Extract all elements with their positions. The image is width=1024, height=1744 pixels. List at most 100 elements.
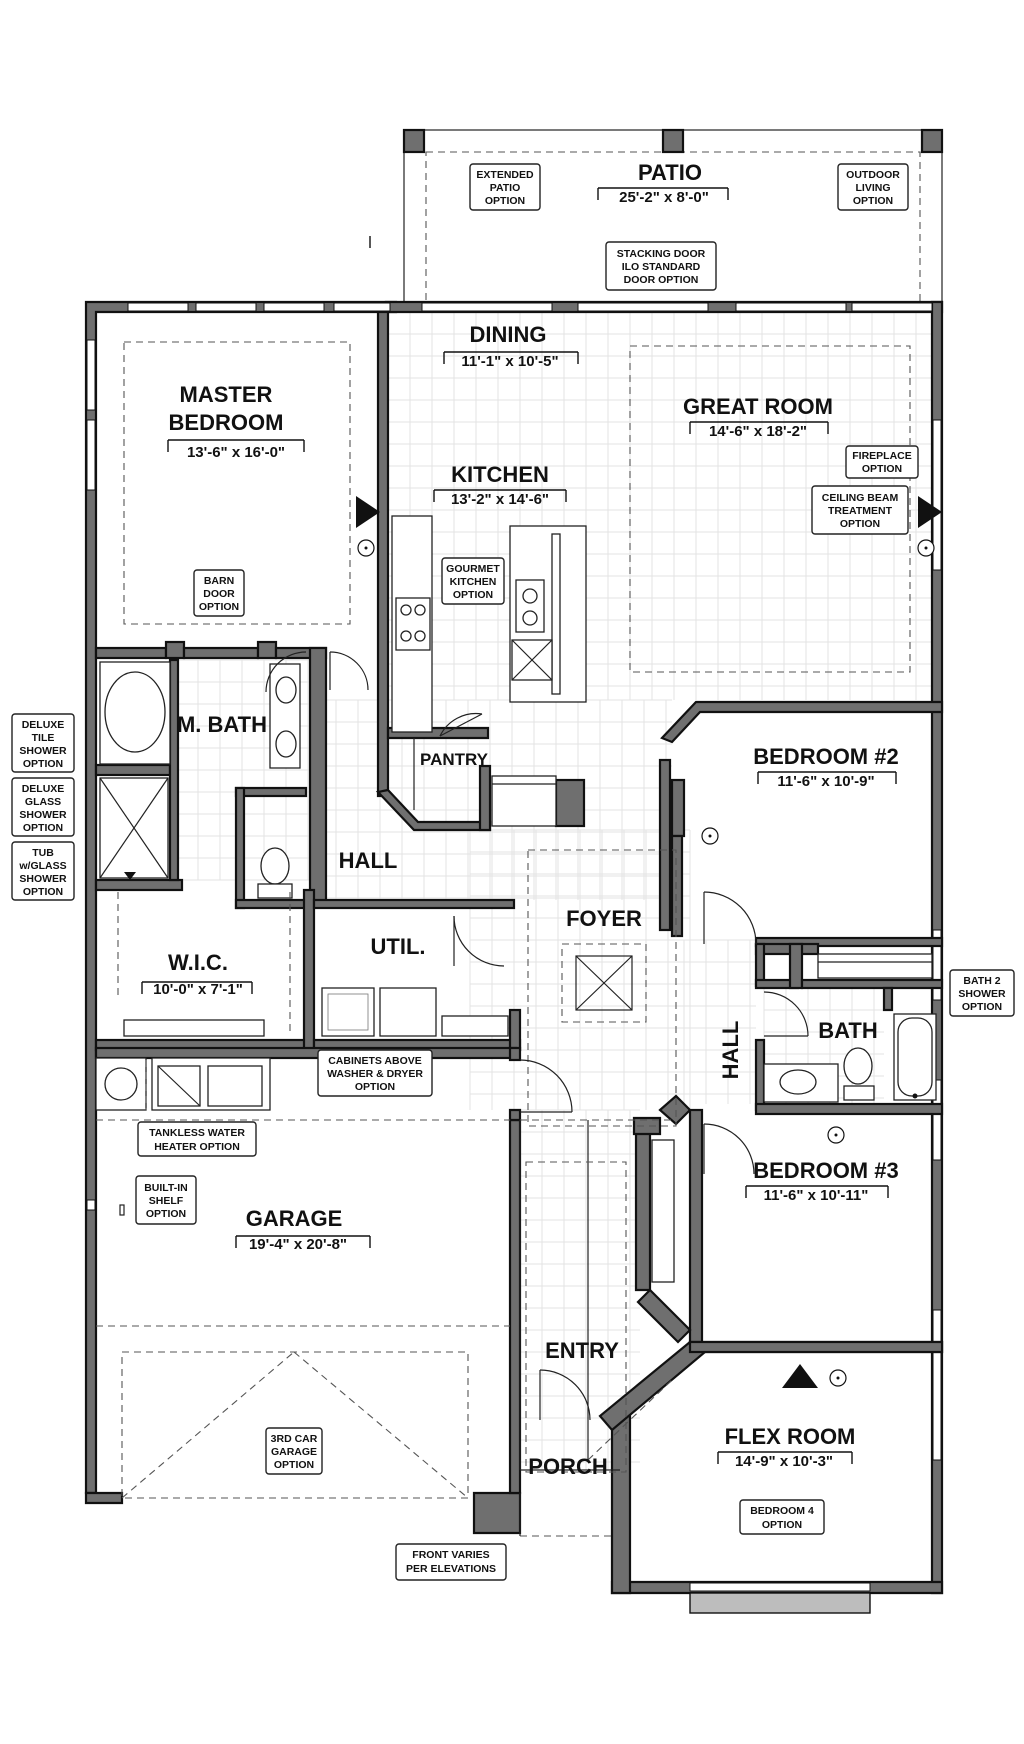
garage-name: GARAGE (246, 1206, 343, 1231)
fireplace-option: FIREPLACE OPTION (845, 445, 919, 479)
svg-text:OPTION: OPTION (962, 1001, 1002, 1013)
svg-text:BEDROOM 4: BEDROOM 4 (750, 1505, 814, 1517)
svg-text:SHOWER: SHOWER (19, 809, 67, 821)
patio-name: PATIO (638, 160, 702, 185)
garage-fixtures (95, 1057, 510, 1499)
kitchen-name: KITCHEN (451, 462, 549, 487)
svg-text:EXTENDED: EXTENDED (476, 169, 534, 181)
pantry-name: PANTRY (420, 750, 489, 769)
interior-walls (94, 310, 944, 1432)
svg-text:GARAGE: GARAGE (271, 1446, 317, 1458)
svg-text:BARN: BARN (204, 575, 234, 587)
entry-name: ENTRY (545, 1338, 619, 1363)
svg-text:3RD CAR: 3RD CAR (271, 1433, 318, 1445)
flex-room-exit-arrow (782, 1364, 818, 1388)
ceiling-beam-option: CEILING BEAM TREATMENT OPTION (811, 485, 909, 535)
tankless-water-option: TANKLESS WATER HEATER OPTION (137, 1121, 257, 1157)
svg-text:OPTION: OPTION (23, 758, 63, 770)
bedroom3-fixtures (651, 1123, 755, 1283)
master-bath-fixtures (99, 651, 369, 899)
svg-text:OPTION: OPTION (274, 1459, 314, 1471)
front-varies-note: FRONT VARIES PER ELEVATIONS (395, 1543, 507, 1581)
stacking-door-option: STACKING DOOR ILO STANDARD DOOR OPTION (605, 241, 717, 291)
svg-text:OUTDOOR: OUTDOOR (846, 169, 900, 181)
svg-text:FIREPLACE: FIREPLACE (852, 450, 912, 462)
patio-dims: 25'-2" x 8'-0" (619, 189, 709, 206)
master-bedroom-name-line1: MASTER (180, 382, 273, 407)
svg-text:DOOR OPTION: DOOR OPTION (624, 274, 699, 286)
deluxe-tile-shower-option: DELUXE TILE SHOWER OPTION (11, 713, 75, 773)
svg-text:LIVING: LIVING (855, 182, 890, 194)
svg-text:DELUXE: DELUXE (22, 783, 65, 795)
hall-lines (519, 1119, 673, 1537)
wic-dims: 10'-0" x 7'-1" (153, 981, 243, 998)
kitchen-fixtures (391, 515, 587, 733)
bedroom2-dims: 11'-6" x 10'-9" (777, 773, 874, 790)
dining-dims: 11'-1" x 10'-5" (461, 353, 558, 370)
svg-text:GOURMET: GOURMET (446, 563, 500, 575)
wic-name: W.I.C. (168, 950, 228, 975)
svg-text:BATH 2: BATH 2 (963, 975, 1000, 987)
foyer-name: FOYER (566, 906, 642, 931)
svg-text:DOOR: DOOR (203, 588, 235, 600)
deluxe-glass-shower-option: DELUXE GLASS SHOWER OPTION (11, 777, 75, 837)
kitchen-dims: 13'-2" x 14'-6" (451, 491, 549, 508)
extended-patio-option: EXTENDED PATIO OPTION (469, 163, 541, 211)
bath-name: BATH (818, 1018, 877, 1043)
foyer-outline (527, 849, 677, 1127)
svg-text:OPTION: OPTION (23, 886, 63, 898)
svg-text:PER ELEVATIONS: PER ELEVATIONS (406, 1563, 496, 1575)
svg-text:OPTION: OPTION (146, 1208, 186, 1220)
bedroom3-dims: 11'-6" x 10'-11" (764, 1187, 869, 1204)
svg-text:PATIO: PATIO (490, 182, 521, 194)
gourmet-kitchen-option: GOURMET KITCHEN OPTION (441, 557, 505, 605)
dining-name: DINING (470, 322, 547, 347)
master-bedroom-dim-bracket (167, 439, 305, 452)
bath-fixtures (763, 991, 937, 1103)
svg-text:TREATMENT: TREATMENT (828, 505, 893, 517)
pantry-fixtures (413, 712, 557, 827)
svg-text:TUB: TUB (32, 847, 54, 859)
util-name: UTIL. (371, 934, 426, 959)
svg-text:DELUXE: DELUXE (22, 719, 65, 731)
foyer-ceiling (561, 943, 647, 1023)
svg-text:CABINETS ABOVE: CABINETS ABOVE (328, 1055, 422, 1067)
floor-tile-grid (175, 311, 932, 1470)
svg-text:OPTION: OPTION (355, 1081, 395, 1093)
svg-text:OPTION: OPTION (453, 589, 493, 601)
svg-text:SHOWER: SHOWER (19, 745, 67, 757)
third-car-garage-option: 3RD CAR GARAGE OPTION (265, 1427, 323, 1475)
bath2-shower-option: BATH 2 SHOWER OPTION (949, 969, 1015, 1017)
bedroom3-name: BEDROOM #3 (753, 1158, 898, 1183)
cabinets-above-option: CABINETS ABOVE WASHER & DRYER OPTION (317, 1049, 433, 1097)
garage-dims: 19'-4" x 20'-8" (249, 1236, 347, 1253)
svg-text:SHOWER: SHOWER (19, 873, 67, 885)
svg-text:ILO STANDARD: ILO STANDARD (622, 261, 701, 273)
bedroom2-fixtures (703, 891, 933, 979)
option-labels: EXTENDED PATIO OPTION OUTDOOR LIVING OPT… (11, 163, 1015, 1581)
svg-text:GLASS: GLASS (25, 796, 61, 808)
svg-text:TANKLESS WATER: TANKLESS WATER (149, 1127, 245, 1139)
svg-text:SHOWER: SHOWER (958, 988, 1006, 1000)
tub-glass-shower-option: TUB w/GLASS SHOWER OPTION (11, 841, 75, 901)
util-fixtures (321, 915, 509, 1037)
svg-text:BUILT-IN: BUILT-IN (144, 1182, 188, 1194)
barn-door-option: BARN DOOR OPTION (193, 569, 245, 617)
svg-text:OPTION: OPTION (853, 195, 893, 207)
svg-text:OPTION: OPTION (199, 601, 239, 613)
svg-text:CEILING BEAM: CEILING BEAM (822, 492, 899, 504)
m-bath-name: M. BATH (177, 712, 267, 737)
svg-text:WASHER & DRYER: WASHER & DRYER (327, 1068, 423, 1080)
master-bedroom-dims: 13'-6" x 16'-0" (187, 444, 285, 461)
outdoor-living-option: OUTDOOR LIVING OPTION (837, 163, 909, 211)
svg-text:FRONT VARIES: FRONT VARIES (412, 1549, 489, 1561)
hall-left-name: HALL (339, 848, 398, 873)
svg-text:SHELF: SHELF (149, 1195, 184, 1207)
great-room-name: GREAT ROOM (683, 394, 833, 419)
master-exit-arrow (356, 496, 380, 528)
svg-text:OPTION: OPTION (840, 518, 880, 530)
built-in-shelf-option: BUILT-IN SHELF OPTION (135, 1175, 197, 1225)
hall-right-name: HALL (718, 1021, 743, 1080)
svg-text:w/GLASS: w/GLASS (18, 860, 66, 872)
svg-text:OPTION: OPTION (762, 1519, 802, 1531)
